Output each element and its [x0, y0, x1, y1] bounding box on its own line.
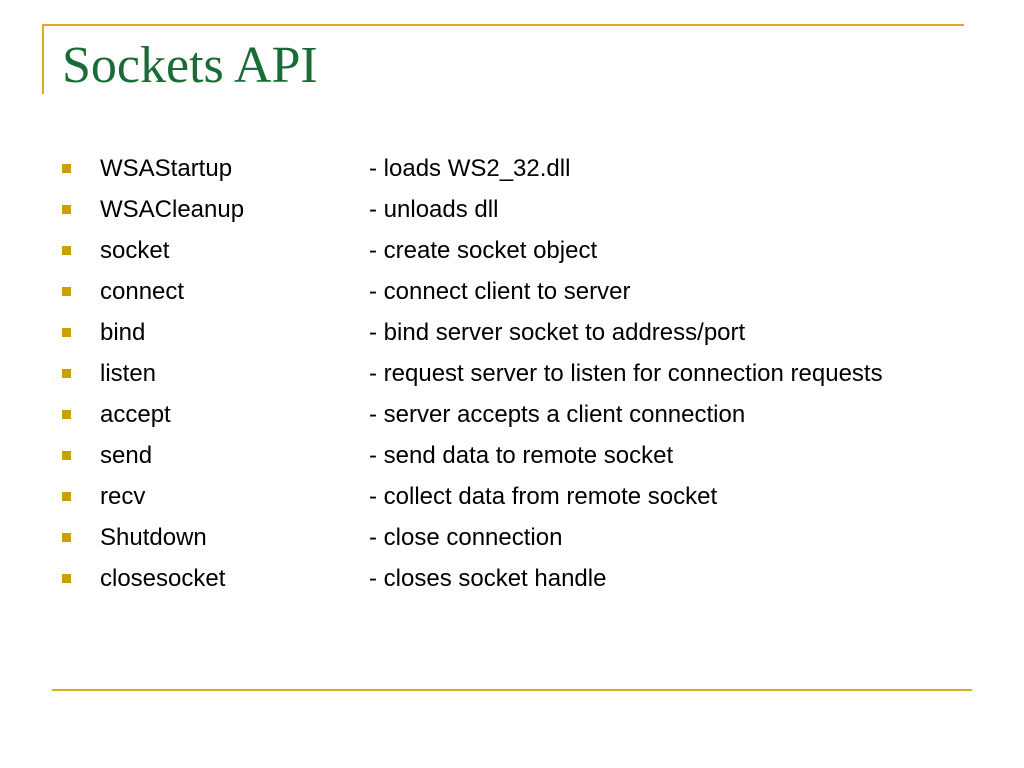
api-function-description: - close connection: [369, 523, 563, 551]
bullet-item: bind - bind server socket to address/por…: [62, 312, 1012, 353]
bullet-item: connect - connect client to server: [62, 271, 1012, 312]
api-function-name: closesocket: [100, 564, 226, 592]
bullet-item: closesocket - closes socket handle: [62, 558, 1012, 599]
bullet-list: WSAStartup - loads WS2_32.dll WSACleanup…: [62, 148, 1012, 599]
api-function-name: WSAStartup: [100, 154, 233, 182]
bullet-item: Shutdown - close connection: [62, 517, 1012, 558]
api-function-description: - loads WS2_32.dll: [369, 154, 571, 182]
api-function-name: bind: [100, 318, 146, 346]
bullet-item: listen - request server to listen for co…: [62, 353, 1012, 394]
slide-title: Sockets API: [62, 37, 318, 94]
api-function-name: connect: [100, 277, 185, 305]
api-function-description: - request server to listen for connectio…: [369, 359, 883, 387]
api-function-name: send: [100, 441, 153, 469]
api-function-description: - closes socket handle: [369, 564, 607, 592]
bullet-item: WSAStartup - loads WS2_32.dll: [62, 148, 1012, 189]
square-bullet-icon: [62, 533, 71, 542]
square-bullet-icon: [62, 287, 71, 296]
square-bullet-icon: [62, 164, 71, 173]
api-function-name: recv: [100, 482, 146, 510]
square-bullet-icon: [62, 369, 71, 378]
square-bullet-icon: [62, 492, 71, 501]
square-bullet-icon: [62, 451, 71, 460]
square-bullet-icon: [62, 574, 71, 583]
api-function-description: - create socket object: [369, 236, 598, 264]
api-function-description: - bind server socket to address/port: [369, 318, 746, 346]
api-function-name: WSACleanup: [100, 195, 245, 223]
bullet-item: accept - server accepts a client connect…: [62, 394, 1012, 435]
bullet-item: send - send data to remote socket: [62, 435, 1012, 476]
bullet-item: recv - collect data from remote socket: [62, 476, 1012, 517]
api-function-description: - collect data from remote socket: [369, 482, 718, 510]
api-function-name: socket: [100, 236, 170, 264]
api-function-description: - unloads dll: [369, 195, 499, 223]
square-bullet-icon: [62, 246, 71, 255]
title-frame-top-rule: [42, 24, 964, 26]
api-function-description: - server accepts a client connection: [369, 400, 746, 428]
square-bullet-icon: [62, 328, 71, 337]
bullet-item: socket - create socket object: [62, 230, 1012, 271]
api-function-name: accept: [100, 400, 171, 428]
api-function-name: listen: [100, 359, 157, 387]
api-function-description: - connect client to server: [369, 277, 631, 305]
title-frame-left-rule: [42, 24, 44, 94]
footer-rule: [52, 689, 972, 691]
bullet-item: WSACleanup - unloads dll: [62, 189, 1012, 230]
api-function-description: - send data to remote socket: [369, 441, 674, 469]
square-bullet-icon: [62, 410, 71, 419]
api-function-name: Shutdown: [100, 523, 207, 551]
square-bullet-icon: [62, 205, 71, 214]
